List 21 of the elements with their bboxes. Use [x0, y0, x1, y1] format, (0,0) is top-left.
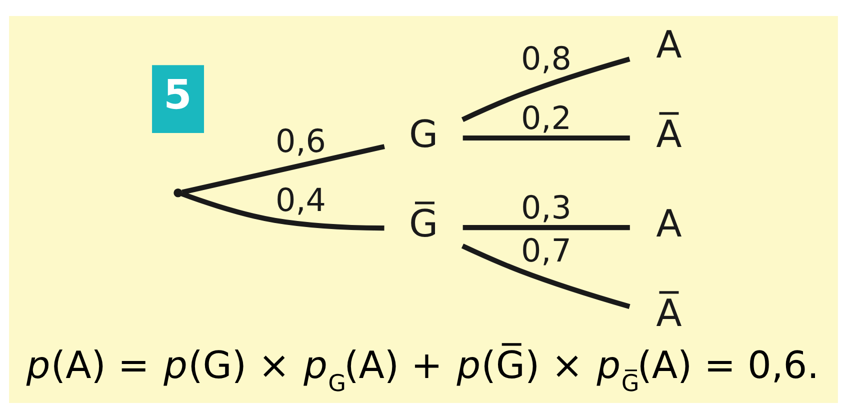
node-point: [174, 188, 182, 198]
edge-label: 0,3: [520, 190, 572, 226]
edge-label: 0,8: [520, 42, 572, 78]
edge-label: 0,4: [276, 183, 326, 220]
caption: p(A) = p(G) × p$_{G}$(A) + p(G̅) × p$_{G̅}$(A) = 0,6.: [26, 343, 820, 398]
edge-label: 0,6: [276, 124, 326, 160]
edge-label: 0,7: [520, 234, 572, 270]
node-text: A: [656, 22, 682, 67]
connector: [462, 225, 630, 230]
node-text: A̅: [656, 291, 682, 336]
connector: [182, 144, 385, 195]
node-text: A: [656, 202, 682, 246]
connector: [180, 191, 384, 231]
connector: [461, 56, 630, 122]
node-text: G: [408, 112, 438, 156]
node-text: A̅: [656, 112, 682, 156]
connector: [462, 136, 630, 141]
connector: [461, 244, 630, 309]
edge-label: 0,2: [520, 100, 572, 137]
node-text: G̅: [408, 202, 438, 246]
label: 5: [164, 70, 192, 118]
